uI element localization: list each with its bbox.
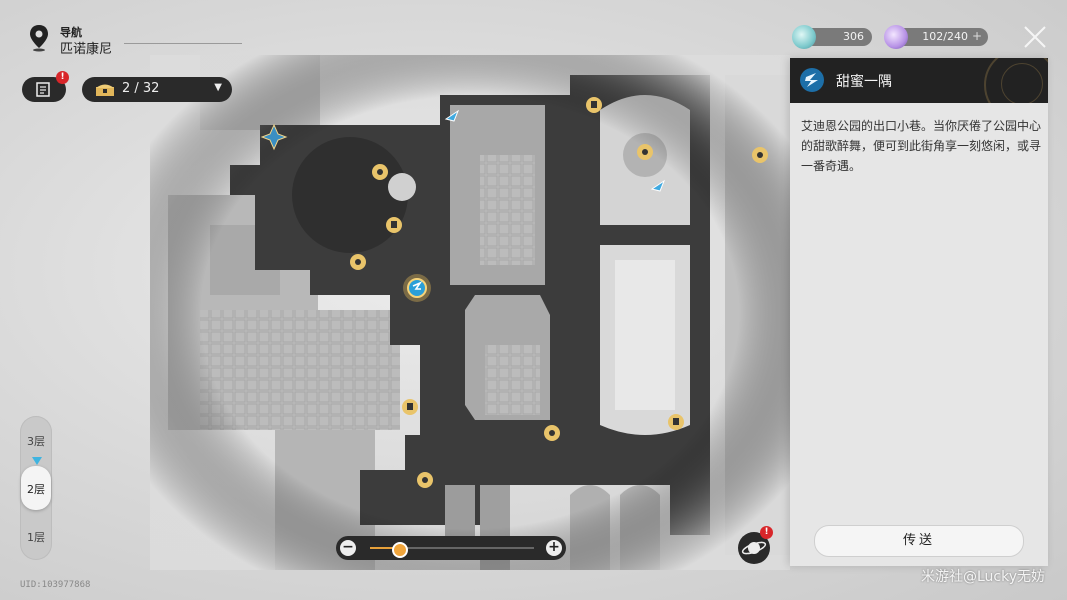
panel-header: 甜蜜一隅	[790, 58, 1048, 103]
planet-alert-badge: !	[760, 526, 773, 539]
currency-value: 306	[843, 30, 864, 43]
location-title: 甜蜜一隅	[836, 74, 892, 90]
nav-label: 导航	[60, 26, 82, 39]
floor-1[interactable]: 1层	[27, 531, 45, 544]
header-ornament	[1001, 63, 1043, 103]
trailblaze-power-counter[interactable]: 102/240 +	[884, 25, 988, 49]
zoom-fill	[370, 547, 400, 549]
task-alert-badge: !	[56, 71, 69, 84]
teleport-waypoint-icon	[800, 68, 824, 92]
add-icon[interactable]: +	[971, 29, 982, 43]
location-pin-icon	[30, 25, 48, 52]
map[interactable]	[150, 55, 790, 570]
floor-label: 2层	[27, 483, 45, 496]
navigation-header: 导航 匹诺康尼	[24, 22, 244, 57]
currency-value: 102/240	[922, 30, 968, 43]
close-icon[interactable]	[1022, 24, 1048, 50]
npc-bell-icon[interactable]	[386, 217, 402, 233]
chest-count: 2 / 32	[122, 81, 160, 96]
caret-down-icon: ▼	[214, 82, 222, 93]
npc-bell-icon[interactable]	[402, 399, 418, 415]
merchant-icon[interactable]	[417, 472, 433, 488]
merchant-icon[interactable]	[350, 254, 366, 270]
treasure-chest-dropdown[interactable]: 2 / 32 ▼	[82, 77, 232, 102]
zoom-slider[interactable]	[370, 542, 534, 558]
location-detail-panel: 甜蜜一隅 艾迪恩公园的出口小巷。当你厌倦了公园中心的甜歌醉舞，便可到此街角享一刻…	[790, 58, 1048, 566]
zoom-control: − +	[336, 536, 566, 560]
power-icon	[884, 25, 908, 49]
zoom-in-button[interactable]: +	[546, 540, 562, 556]
merchant-icon[interactable]	[544, 425, 560, 441]
merchant-icon[interactable]	[372, 164, 388, 180]
current-floor-marker-icon	[32, 457, 42, 465]
teleport-waypoint-icon[interactable]	[403, 274, 431, 302]
header-ornament	[984, 58, 1048, 103]
floor-2-active[interactable]: 2层	[21, 457, 51, 510]
floor-3[interactable]: 3层	[27, 435, 45, 448]
task-log-button[interactable]: !	[22, 71, 69, 102]
npc-bell-icon[interactable]	[668, 414, 684, 430]
watermark: 米游社@Lucky无妨	[921, 569, 1046, 585]
planet-icon	[741, 541, 767, 555]
merchant-icon[interactable]	[637, 144, 653, 160]
merchant-icon[interactable]	[752, 147, 768, 163]
document-icon	[36, 82, 50, 97]
map-edge-fade	[150, 55, 790, 570]
npc-bell-icon[interactable]	[586, 97, 602, 113]
zoom-out-button[interactable]: −	[340, 540, 356, 556]
uid-label: UID:103977868	[20, 580, 91, 590]
treasure-chest-icon	[96, 84, 114, 96]
zoom-knob[interactable]	[391, 542, 408, 558]
space-anchor-icon[interactable]	[260, 123, 288, 151]
floor-selector: 3层 2层 1层	[20, 416, 52, 560]
teleport-point-icon[interactable]	[444, 109, 460, 122]
star-rail-map-button[interactable]: !	[738, 526, 773, 564]
jade-icon	[792, 25, 816, 49]
header-divider	[124, 43, 242, 44]
place-name: 匹诺康尼	[60, 42, 113, 57]
teleport-button[interactable]: 传送	[814, 525, 1024, 557]
stellar-jade-counter[interactable]: 306	[792, 25, 872, 49]
teleport-point-icon[interactable]	[650, 179, 666, 192]
location-description: 艾迪恩公园的出口小巷。当你厌倦了公园中心的甜歌醉舞，便可到此街角享一刻悠闲，或寻…	[801, 119, 1042, 173]
